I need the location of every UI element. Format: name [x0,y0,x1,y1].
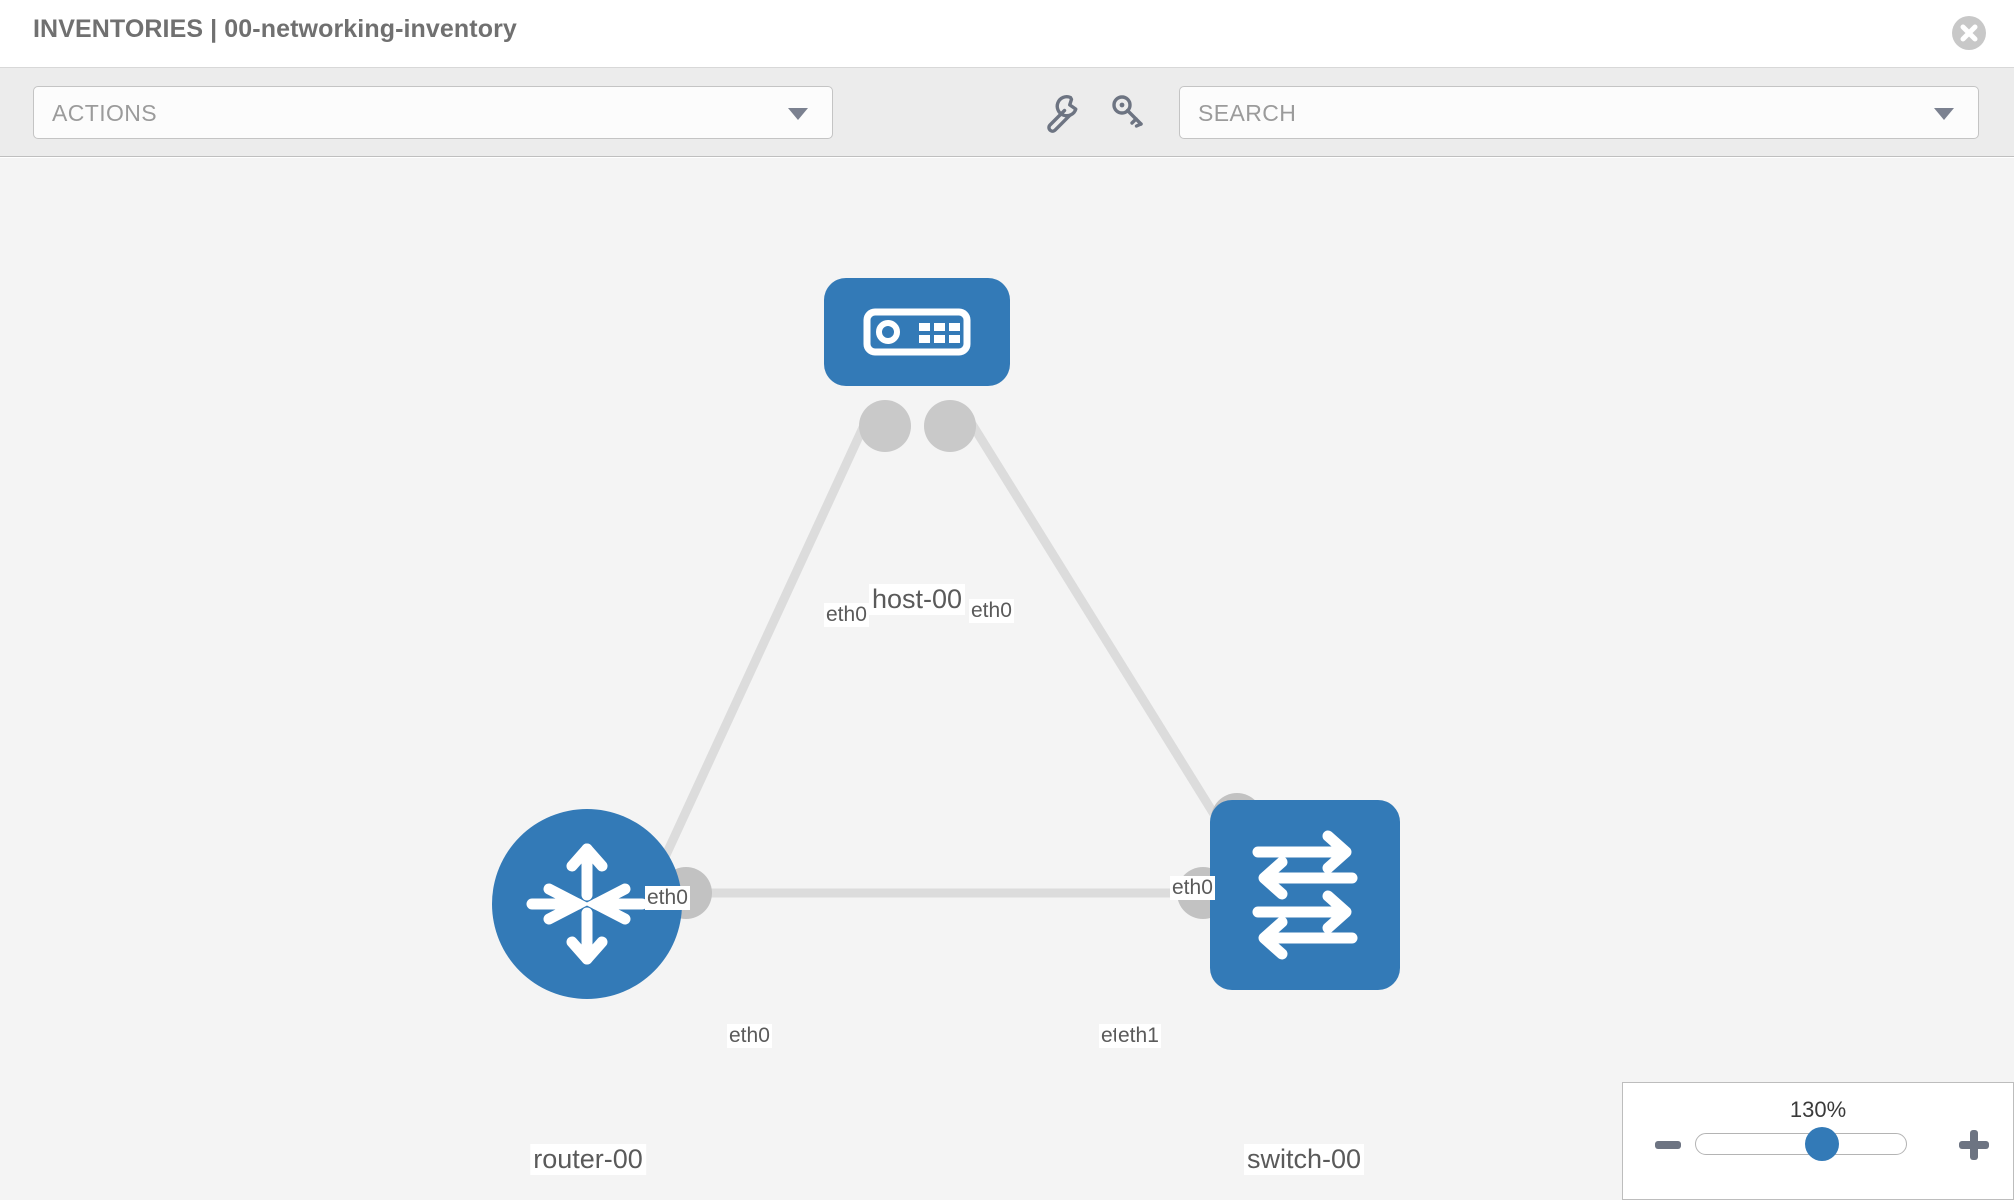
interface-connector [859,400,911,452]
interface-label-switch-host: eth0 [1170,876,1215,900]
interface-label-router-switch: eth0 [727,1024,772,1048]
node-label-switch-00: switch-00 [1243,1144,1365,1175]
title-bar: INVENTORIES | 00-networking-inventory [0,0,2014,68]
link-host00-router00 [655,406,877,870]
node-switch-00[interactable] [1210,800,1400,990]
page-title: INVENTORIES | 00-networking-inventory [33,15,517,43]
node-host-00[interactable] [824,278,1010,386]
switch-node-shape[interactable] [1210,800,1400,990]
zoom-slider-thumb[interactable] [1805,1127,1839,1161]
link-host00-switch00 [958,405,1239,851]
chevron-down-icon[interactable] [1934,108,1954,120]
chevron-down-icon [788,108,808,120]
search-input[interactable]: SEARCH [1179,86,1979,139]
close-icon[interactable] [1952,16,1986,50]
zoom-control-panel: 130% [1622,1082,2014,1200]
interface-label-host-switch: eth0 [969,599,1014,623]
interface-label-switch-router: eth1 [1116,1024,1161,1048]
switch-icon [1252,830,1358,960]
interface-label-host-router: eth0 [824,603,869,627]
node-label-router-00: router-00 [530,1144,646,1175]
toolbar: ACTIONS SEARCH [0,68,2014,157]
zoom-slider[interactable] [1695,1127,1907,1161]
wrench-icon[interactable] [1039,90,1083,134]
zoom-percent-label: 130% [1789,1097,1847,1122]
plus-icon[interactable] [1959,1130,1989,1160]
actions-dropdown[interactable]: ACTIONS [33,86,833,139]
minus-icon[interactable] [1655,1141,1681,1149]
interface-connector [924,400,976,452]
search-placeholder: SEARCH [1198,100,1297,126]
router-icon [526,843,648,965]
topology-canvas[interactable]: host-00 router-00 switch-00 eth0 eth0 et… [0,158,2014,1200]
actions-dropdown-label: ACTIONS [52,100,158,126]
host-node-shape[interactable] [824,278,1010,386]
server-icon [863,308,971,356]
key-icon[interactable] [1106,90,1150,134]
node-label-host-00: host-00 [868,584,966,615]
interface-label-router-host: eth0 [645,886,690,910]
